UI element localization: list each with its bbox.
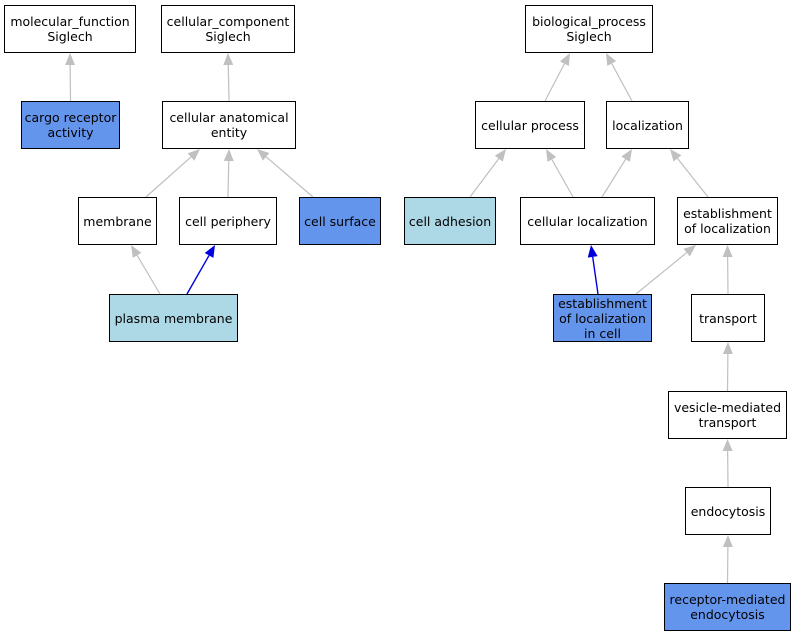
edge-membrane-to-cellular_anatomical [145,149,200,198]
edge-line [469,158,500,198]
edge-arrowhead [722,535,733,548]
node-cellular-process[interactable]: cellular process [475,101,585,149]
edge-arrowhead [494,149,506,162]
edge-line [601,158,627,198]
edge-arrowhead [722,439,733,452]
edge-localization-to-bp_root [606,53,633,102]
edge-arrowhead [131,245,142,258]
edge-line [145,156,192,198]
edge-line [611,63,633,102]
edge-cell_surface-to-cellular_anatomical [257,149,314,198]
edge-arrowhead [65,53,76,66]
edge-arrowhead [560,53,570,66]
edge-plasma_membrane-to-cell_periphery [186,245,215,295]
node-membrane[interactable]: membrane [78,197,157,245]
edge-arrowhead [546,149,557,162]
edge-plasma_membrane-to-membrane [131,245,161,295]
edge-line [186,255,210,295]
edge-vesicle_transport-to-transport [722,342,733,392]
edge-cellular_anatomical-to-cc_root [223,53,234,102]
edge-arrowhead [187,149,200,161]
edge-line [265,156,314,198]
edge-arrowhead [204,245,215,258]
edge-cell_periphery-to-cellular_anatomical [223,149,234,198]
edge-arrowhead [223,53,234,66]
node-biological-process-root[interactable]: biological_process Siglech [525,5,653,53]
edge-line [227,64,230,102]
node-establishment-of-localization[interactable]: establishment of localization [677,197,778,245]
node-cellular-component-root[interactable]: cellular_component Siglech [161,5,295,53]
node-cell-adhesion[interactable]: cell adhesion [404,197,496,245]
node-transport[interactable]: transport [691,294,765,342]
edge-line [544,63,565,102]
node-endocytosis[interactable]: endocytosis [685,487,771,535]
edge-establishment_localization_cell-to-establishment_localization [635,245,696,295]
edge-cellular_localization-to-cellular_process [546,149,574,198]
edge-line [551,159,574,198]
node-establishment-of-localization-in-cell[interactable]: establishment of localization in cell [553,294,652,342]
edge-line [635,252,688,295]
node-cell-periphery[interactable]: cell periphery [179,197,277,245]
edge-cell_adhesion-to-cellular_process [469,149,506,198]
node-molecular-function-root[interactable]: molecular_function Siglech [4,5,136,53]
edge-arrowhead [621,149,632,162]
edge-arrowhead [670,149,682,162]
edge-receptor_endocytosis-to-endocytosis [722,535,733,584]
node-receptor-mediated-endocytosis[interactable]: receptor-mediated endocytosis [664,583,791,631]
edge-arrowhead [683,245,696,257]
edge-line [676,158,709,198]
node-vesicle-mediated-transport[interactable]: vesicle-mediated transport [668,391,787,439]
edge-arrowhead [223,149,234,162]
node-cellular-anatomical-entity[interactable]: cellular anatomical entity [162,101,296,149]
edge-line [227,160,230,198]
node-cell-surface[interactable]: cell surface [299,197,381,245]
edge-cargo_receptor-to-mf_root [65,53,76,102]
edge-arrowhead [722,342,733,355]
edge-establishment_localization-to-localization [670,149,709,198]
edge-establishment_localization_cell-to-cellular_localization [587,245,599,295]
node-cellular-localization[interactable]: cellular localization [520,197,655,245]
node-plasma-membrane[interactable]: plasma membrane [109,294,238,342]
node-localization[interactable]: localization [606,101,689,149]
edge-arrowhead [606,53,617,66]
edge-arrowhead [722,245,733,258]
edge-cellular_process-to-bp_root [544,53,570,102]
edge-endocytosis-to-vesicle_transport [722,439,733,488]
edge-arrowhead [257,149,270,161]
node-cargo-receptor-activity[interactable]: cargo receptor activity [21,101,120,149]
edge-arrowhead [587,245,598,258]
edge-line [592,256,599,295]
edge-line [136,255,161,295]
edge-cellular_localization-to-localization [601,149,632,198]
edge-transport-to-establishment_localization [722,245,733,295]
